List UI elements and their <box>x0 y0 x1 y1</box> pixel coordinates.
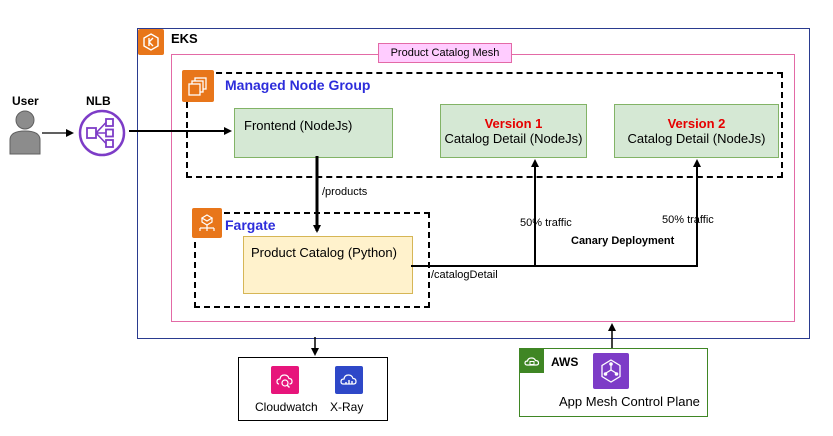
version2-label: Catalog Detail (NodeJs) <box>627 131 766 146</box>
eks-label: EKS <box>171 31 198 46</box>
canary-deployment-label: Canary Deployment <box>571 235 675 247</box>
frontend-label: Frontend (NodeJs) <box>244 118 353 133</box>
aws-cloud-icon <box>520 349 544 373</box>
traffic-v1-label: 50% traffic <box>520 217 572 229</box>
cloudwatch-icon <box>271 366 299 394</box>
fargate-group <box>194 212 430 308</box>
catalog-detail-v1: Version 1 Catalog Detail (NodeJs) <box>440 104 587 158</box>
managed-node-group <box>186 72 783 178</box>
xray-icon <box>335 366 363 394</box>
frontend-service: Frontend (NodeJs) <box>234 108 393 158</box>
product-catalog-service: Product Catalog (Python) <box>243 236 413 294</box>
network-load-balancer-icon <box>78 109 126 157</box>
xray-label: X-Ray <box>330 400 364 414</box>
products-edge-label: /products <box>322 186 368 198</box>
catalog-to-v2-edge <box>535 159 701 267</box>
catalog-detail-edge-label: /catalogDetail <box>431 269 498 281</box>
fargate-label: Fargate <box>225 217 276 233</box>
version2-title: Version 2 <box>667 116 726 131</box>
eks-icon <box>138 29 164 55</box>
eks-cluster <box>137 28 810 339</box>
ec2-instances-icon <box>182 70 214 102</box>
fargate-icon <box>192 208 222 238</box>
catalog-to-v1-edge <box>411 159 539 267</box>
app-mesh-control-plane-label: App Mesh Control Plane <box>559 394 700 409</box>
monitoring-box <box>238 357 388 421</box>
user-icon <box>9 110 41 155</box>
version1-label: Catalog Detail (NodeJs) <box>444 131 583 146</box>
version1-title: Version 1 <box>484 116 543 131</box>
cloudwatch-label: Cloudwatch <box>255 400 318 414</box>
managed-node-group-label: Managed Node Group <box>225 77 371 93</box>
product-catalog-label: Product Catalog (Python) <box>251 245 397 260</box>
nlb-label: NLB <box>86 94 111 108</box>
traffic-v2-label: 50% traffic <box>662 214 714 226</box>
user-label: User <box>12 94 39 108</box>
mesh-label: Product Catalog Mesh <box>378 43 512 63</box>
app-mesh-icon <box>593 353 629 389</box>
catalog-detail-v2: Version 2 Catalog Detail (NodeJs) <box>614 104 779 158</box>
aws-label: AWS <box>551 355 579 369</box>
